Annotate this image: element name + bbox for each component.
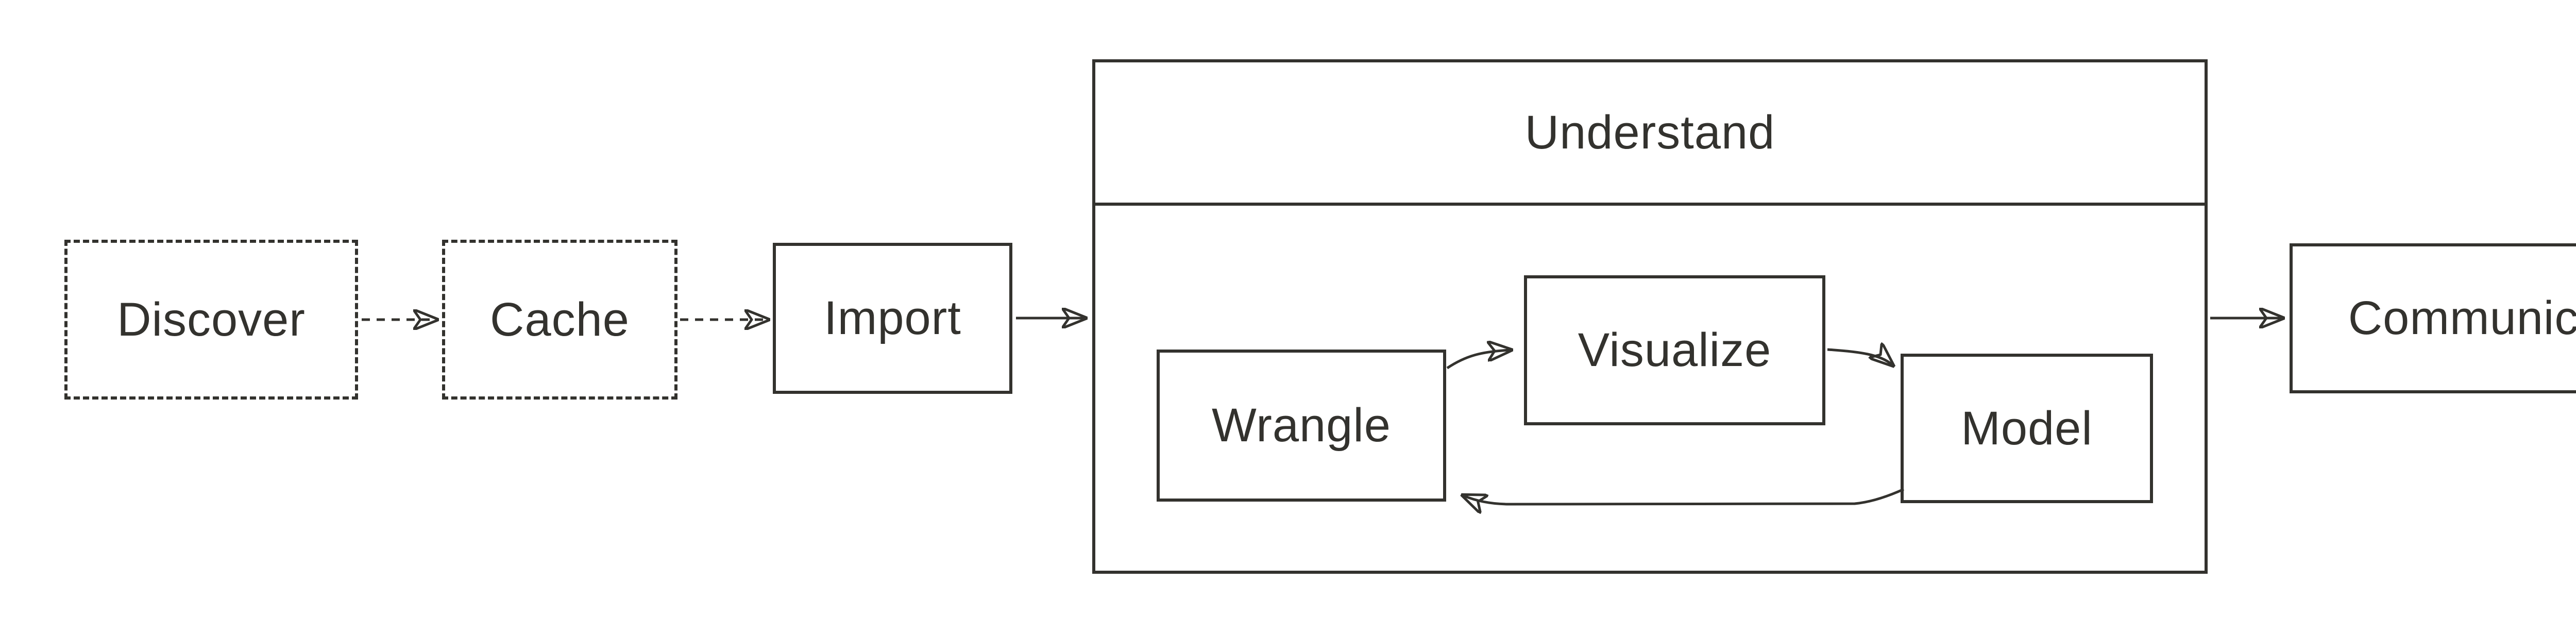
- node-cache: Cache: [442, 240, 677, 400]
- group-understand-header: Understand: [1095, 62, 2205, 206]
- node-discover-label: Discover: [117, 293, 306, 346]
- node-communicate: Communicate: [2290, 243, 2576, 393]
- node-cache-label: Cache: [490, 293, 630, 346]
- node-discover: Discover: [64, 240, 358, 400]
- node-import-label: Import: [824, 292, 961, 344]
- node-visualize: Visualize: [1524, 275, 1825, 425]
- node-visualize-label: Visualize: [1578, 324, 1772, 376]
- node-model: Model: [1901, 354, 2153, 503]
- node-model-label: Model: [1961, 402, 2093, 455]
- node-communicate-label: Communicate: [2348, 292, 2576, 344]
- node-import: Import: [773, 243, 1012, 394]
- group-understand-title: Understand: [1524, 106, 1775, 159]
- node-wrangle: Wrangle: [1157, 350, 1446, 502]
- node-wrangle-label: Wrangle: [1212, 399, 1391, 452]
